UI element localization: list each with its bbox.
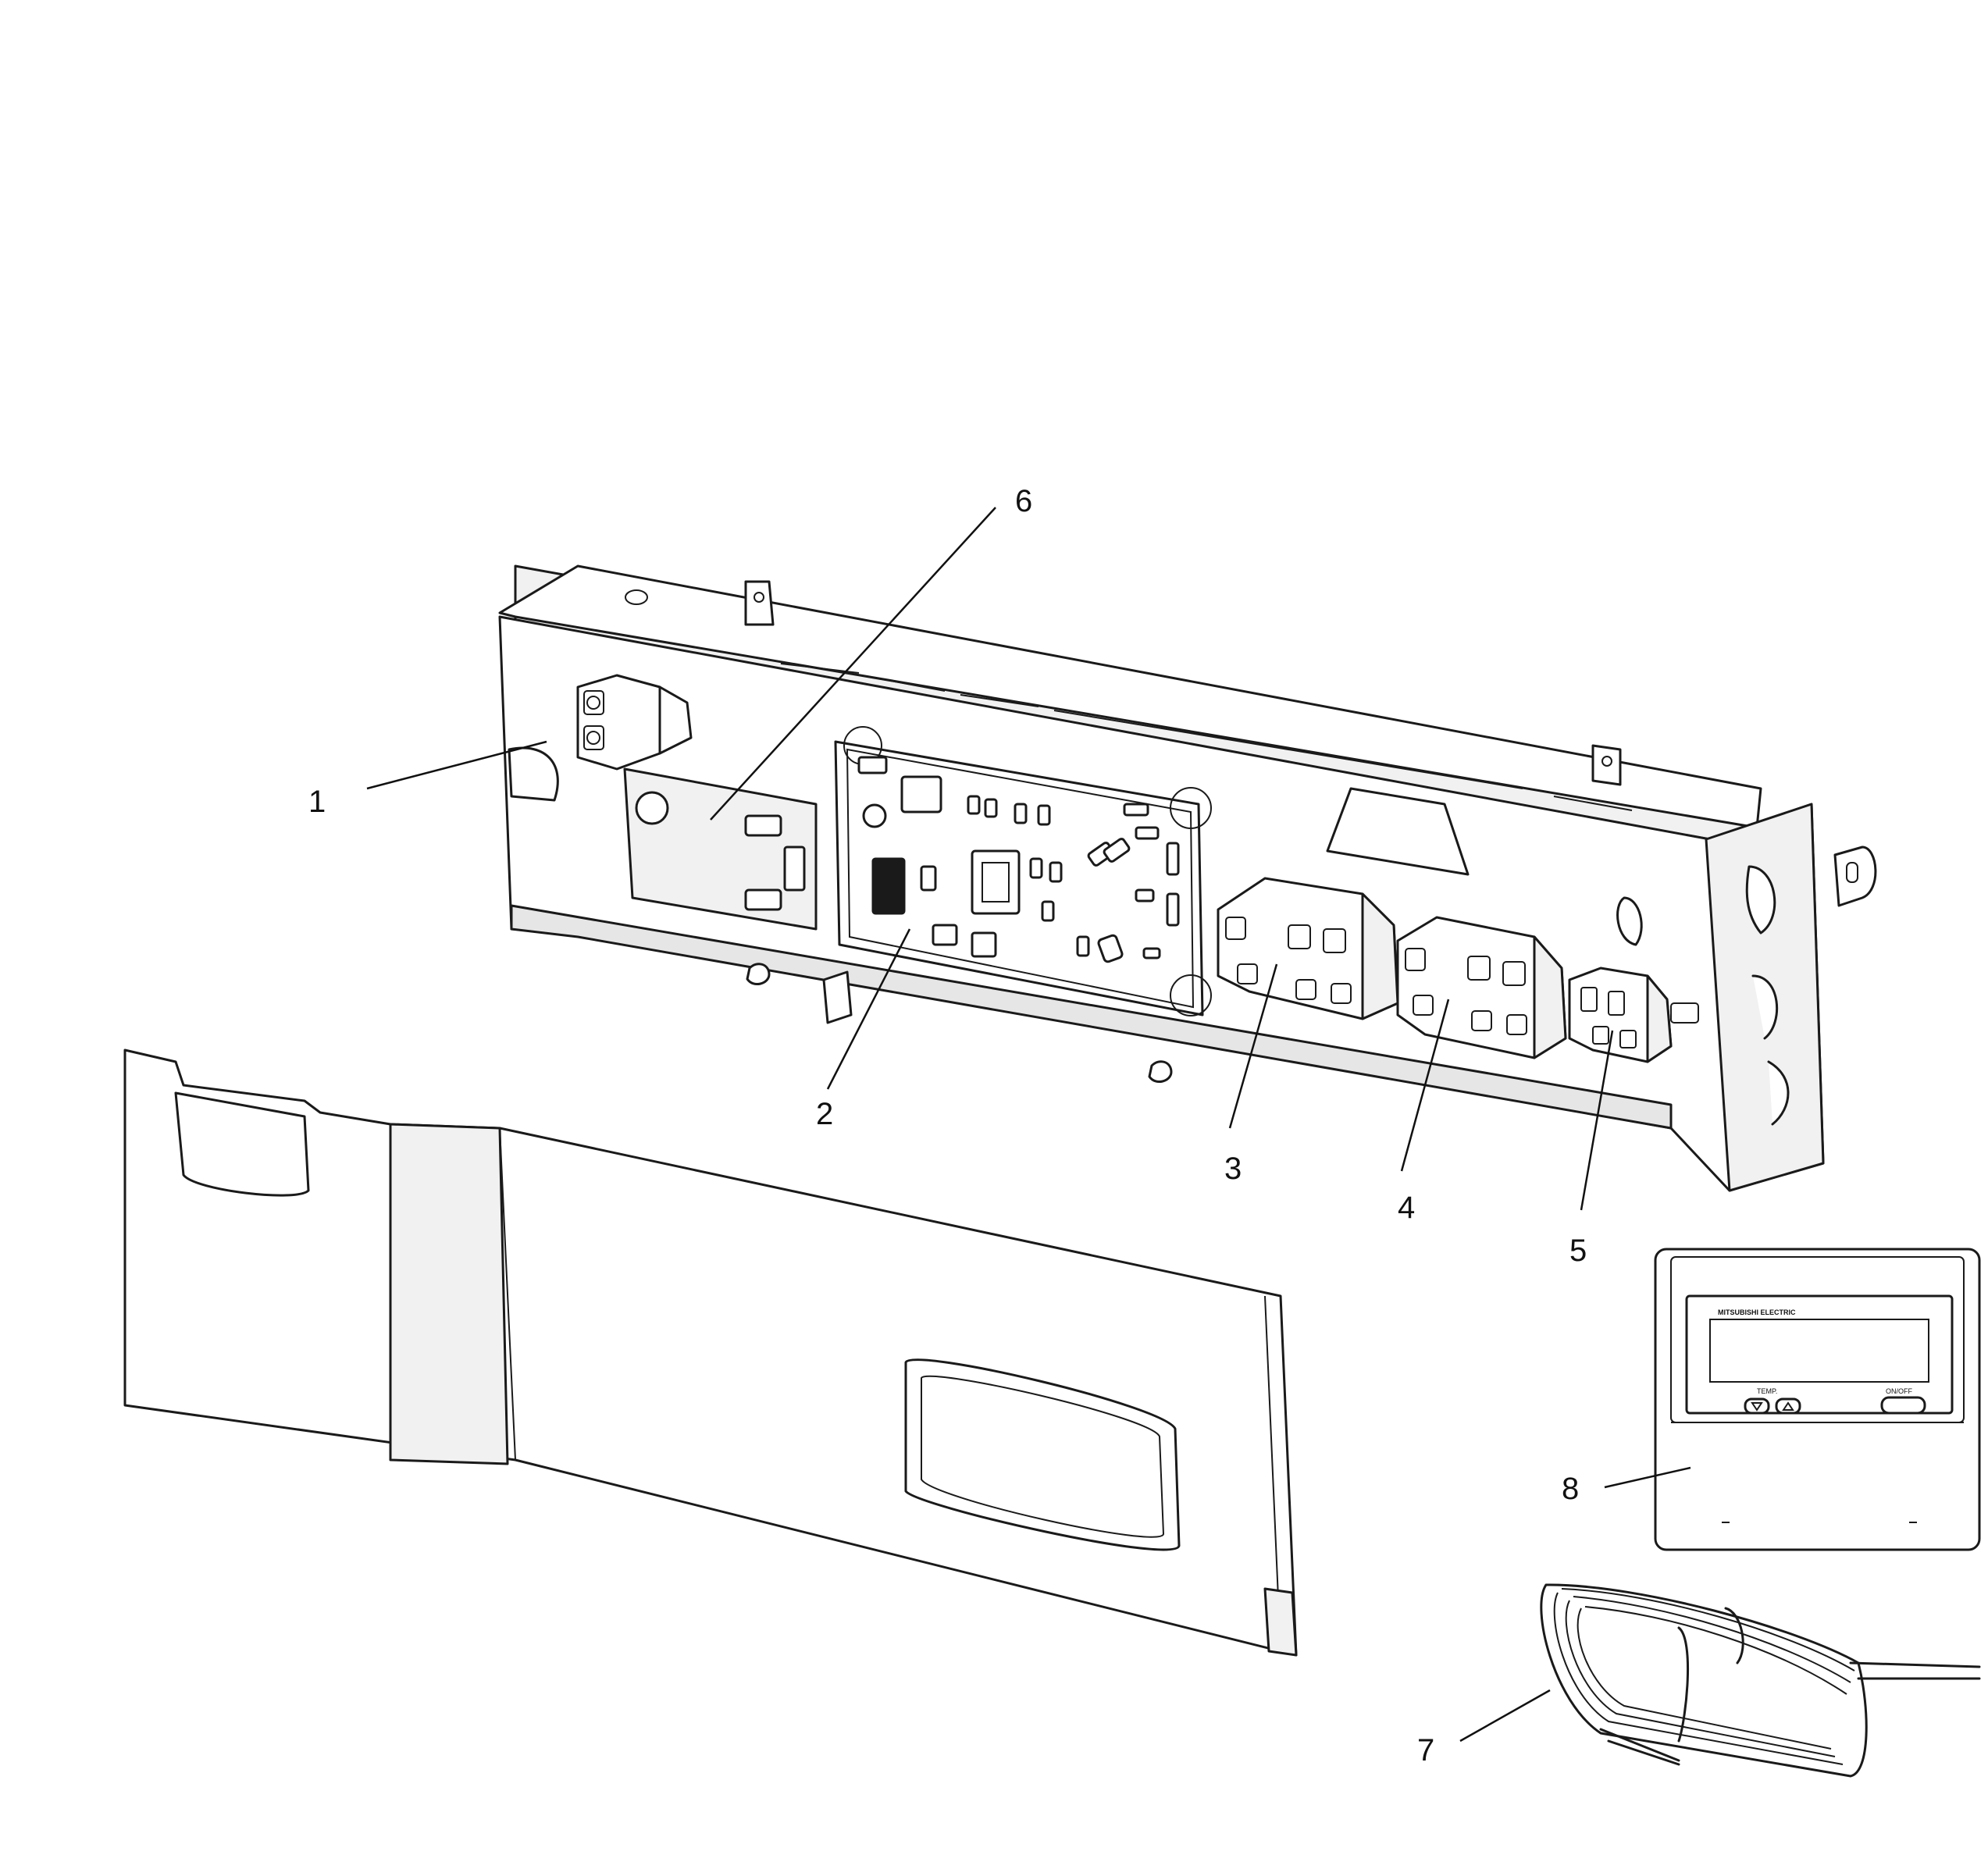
callout-6: 6 xyxy=(1015,484,1032,518)
control-pcb xyxy=(834,726,1212,1016)
leader-6 xyxy=(710,507,996,821)
onoff-button xyxy=(1880,1396,1926,1415)
onoff-label: ON/OFF xyxy=(1886,1387,1912,1395)
temp-label: TEMP. xyxy=(1757,1387,1777,1395)
callout-4: 4 xyxy=(1398,1191,1415,1225)
temp-up-button xyxy=(1775,1397,1801,1415)
leader-8 xyxy=(1604,1466,1691,1489)
leader-lines xyxy=(366,507,1691,1743)
callout-numbers: 1 2 3 4 5 6 7 8 xyxy=(308,484,1587,1768)
callout-8: 8 xyxy=(1562,1472,1579,1506)
terminal-block-1 xyxy=(576,674,693,771)
leader-3 xyxy=(1228,963,1278,1129)
callout-7: 7 xyxy=(1417,1733,1434,1768)
callout-1: 1 xyxy=(308,785,326,819)
callout-3: 3 xyxy=(1224,1152,1242,1186)
remote-controller-cable xyxy=(1540,1583,1981,1778)
terminal-block-5 xyxy=(1568,967,1699,1063)
leader-2 xyxy=(826,928,911,1090)
brand-label: MITSUBISHI ELECTRIC xyxy=(1718,1308,1796,1316)
callout-2: 2 xyxy=(816,1097,833,1131)
callout-5: 5 xyxy=(1569,1234,1587,1268)
terminal-block-4 xyxy=(1396,916,1567,1059)
leader-7 xyxy=(1459,1689,1551,1743)
wired-remote-controller: MITSUBISHI ELECTRIC TEMP. ON/OFF xyxy=(1654,1248,1981,1551)
leader-1 xyxy=(366,740,547,790)
terminal-block-3 xyxy=(1217,877,1399,1020)
screws xyxy=(746,896,1643,1084)
left-bracket-board xyxy=(623,767,818,931)
leader-4 xyxy=(1400,999,1450,1172)
leader-5 xyxy=(1580,1030,1614,1211)
front-cover-panel xyxy=(123,1048,1298,1657)
